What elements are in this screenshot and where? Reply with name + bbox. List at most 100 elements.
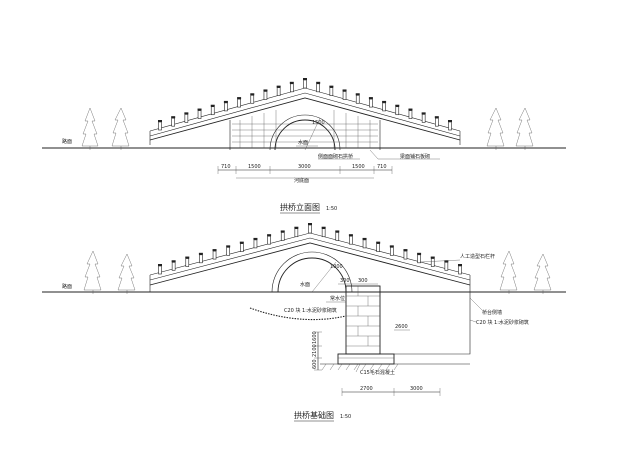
railing-post	[158, 121, 162, 131]
railing-post	[250, 94, 255, 104]
railing-post-cap	[210, 104, 215, 107]
railing-post-cap	[434, 116, 439, 119]
railing-post	[237, 98, 241, 108]
road-label: 路面	[62, 138, 72, 145]
foundation-scale: 1:50	[340, 414, 351, 420]
railing-post	[342, 91, 347, 100]
dim-label: 2600	[395, 324, 408, 330]
tree-icon	[486, 107, 534, 150]
dim-label: 2700	[360, 386, 373, 392]
railing-post	[421, 114, 426, 123]
railing-label: 人工造型石栏杆	[460, 253, 495, 260]
railing-post-cap	[362, 237, 367, 240]
tree-icon	[83, 250, 136, 294]
railing-post	[276, 87, 281, 96]
railing-post	[444, 261, 449, 271]
railing-post-cap	[226, 245, 231, 248]
railing-post-cap	[321, 226, 326, 229]
railing-post-cap	[444, 260, 449, 263]
railing-post-cap	[250, 93, 255, 96]
railing-post-cap	[171, 116, 176, 119]
railing-post	[335, 232, 340, 241]
water-level-label: 水面	[298, 139, 308, 146]
railing-post	[362, 239, 367, 249]
railing-post	[417, 254, 421, 264]
railing-post-cap	[448, 120, 452, 122]
railing-post-cap	[355, 93, 360, 96]
railing-post-cap	[280, 230, 285, 233]
railing-post	[349, 235, 353, 245]
side-slab-label: 侧面面砌石拱桥	[318, 153, 353, 160]
railing-post	[226, 247, 230, 256]
railing-post	[212, 250, 217, 260]
pile-note-left: C20 块 1:水泥砂浆砌筑	[284, 307, 337, 314]
dim-label: 600	[312, 359, 318, 369]
railing-post-cap	[294, 226, 299, 229]
railing-post-cap	[368, 97, 373, 100]
dim-label: 710	[377, 164, 387, 170]
railing-post	[158, 265, 162, 275]
railing-post-cap	[197, 108, 202, 111]
railing-post-cap	[408, 108, 413, 111]
railing-post-cap	[158, 264, 162, 266]
railing-post	[199, 254, 203, 264]
railing-post-cap	[212, 249, 217, 252]
railing-post-cap	[267, 234, 272, 237]
railing-post	[224, 102, 228, 112]
railing-post	[280, 232, 285, 241]
tree-icon	[81, 107, 130, 150]
railing-posts	[158, 78, 452, 131]
railing-post	[403, 250, 408, 260]
concrete-label: C15毛石混凝土	[360, 369, 395, 376]
railing-post	[390, 247, 394, 256]
elevation-view: 1500 路面 水面 侧面面砌石拱桥 梁面铺石板砌 710 1500 3000 …	[42, 78, 566, 214]
railing-post-cap	[458, 264, 462, 266]
elevation-scale: 1:50	[326, 206, 337, 212]
footing	[337, 353, 395, 365]
foundation-title: 拱桥基础图	[294, 410, 334, 420]
railing-post	[197, 110, 202, 119]
railing-post-cap	[308, 223, 312, 225]
dim-label: 3000	[410, 386, 423, 392]
railing-post-cap	[376, 241, 381, 244]
railing-post-cap	[395, 104, 400, 107]
railing-post	[435, 117, 439, 127]
railing-post-cap	[382, 100, 387, 103]
dim-label: 300	[340, 278, 350, 284]
radius-label: 1500	[312, 120, 325, 126]
top-slab-label: 梁面铺石板砌	[400, 153, 430, 160]
dim-label: 1500	[248, 164, 261, 170]
railing-post	[458, 265, 462, 275]
railing-post	[369, 98, 373, 108]
bridge-deck	[149, 242, 471, 286]
bridge-deck	[149, 97, 461, 141]
railing-post	[395, 106, 400, 116]
railing-post-cap	[185, 256, 190, 259]
railing-post	[376, 243, 380, 252]
railing-post	[430, 258, 435, 267]
railing-post	[448, 121, 452, 131]
railing-post-cap	[276, 85, 281, 88]
railing-post	[185, 258, 190, 267]
railing-post-cap	[184, 112, 189, 115]
railing-post	[240, 243, 244, 252]
railing-post	[321, 228, 326, 238]
railing-post-cap	[171, 260, 176, 263]
railing-post-cap	[403, 249, 408, 252]
railing-post	[294, 228, 299, 238]
tree-icon	[499, 250, 552, 294]
dim-label: 2100	[312, 344, 318, 357]
elevation-title: 拱桥立面图	[280, 202, 320, 212]
railing-post-cap	[223, 100, 228, 103]
abutment-label: 桥台侧墙	[482, 309, 502, 316]
railing-post	[253, 239, 258, 249]
railing-post-cap	[237, 97, 242, 100]
railing-post-cap	[389, 245, 394, 248]
dim-label: 1600	[312, 331, 318, 344]
railing-post	[263, 91, 268, 100]
railing-post-cap	[303, 78, 307, 80]
railing-post	[267, 235, 271, 245]
railing-post-cap	[263, 89, 268, 92]
railing-post	[171, 117, 175, 127]
